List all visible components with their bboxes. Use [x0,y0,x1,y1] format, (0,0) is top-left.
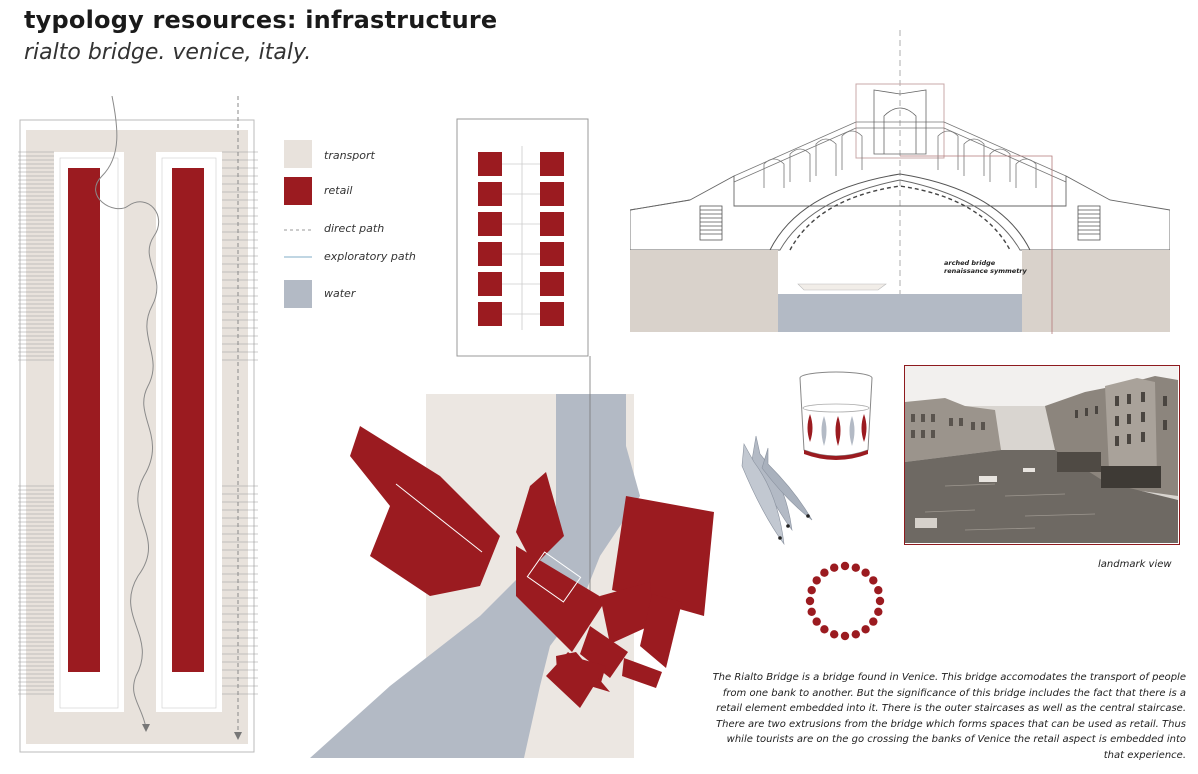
retail-buildings [350,426,714,708]
legend-label-exploratory-path: exploratory path [324,250,416,263]
legend-swatches [284,140,312,308]
grand-canal-water [310,394,640,758]
bead-necklace-icon [805,561,885,641]
boat-icon [797,283,887,291]
legend-swatch-transport [284,140,312,168]
photo-caption: landmark view [1098,559,1172,570]
canal-water [778,294,1022,332]
left-bank [630,250,778,332]
legend-label-water: water [324,287,356,300]
retail-strip-left [68,168,100,672]
page-title: typology resources: infrastructure [24,6,498,34]
annotation-line-2: renaissance symmetry [944,267,1027,275]
elevation-annotation: arched bridge renaissance symmetry [944,259,1027,275]
retail-strip-right [172,168,204,672]
bridge-elevation-diagram [630,30,1170,334]
bridge-plan-diagram [18,96,258,753]
legend-label-direct-path: direct path [324,222,385,235]
right-bank [1022,250,1170,332]
page-subtitle: rialto bridge. venice, italy. [24,40,312,65]
fish-icon [741,435,813,546]
legend-label-transport: transport [324,149,375,162]
stair-hatching [18,151,258,695]
grand-canal-photo-illustration [905,366,1178,543]
landmark-photo [904,365,1180,545]
site-map-diagram [310,356,714,758]
legend-swatch-retail [284,177,312,205]
glass-icon [799,371,873,460]
description-paragraph: The Rialto Bridge is a bridge found in V… [712,672,1186,761]
annotation-line-1: arched bridge [944,259,996,267]
legend-swatch-water [284,280,312,308]
retail-module-diagram [456,118,589,357]
legend-label-retail: retail [324,184,353,197]
exploratory-path-line [95,96,160,729]
